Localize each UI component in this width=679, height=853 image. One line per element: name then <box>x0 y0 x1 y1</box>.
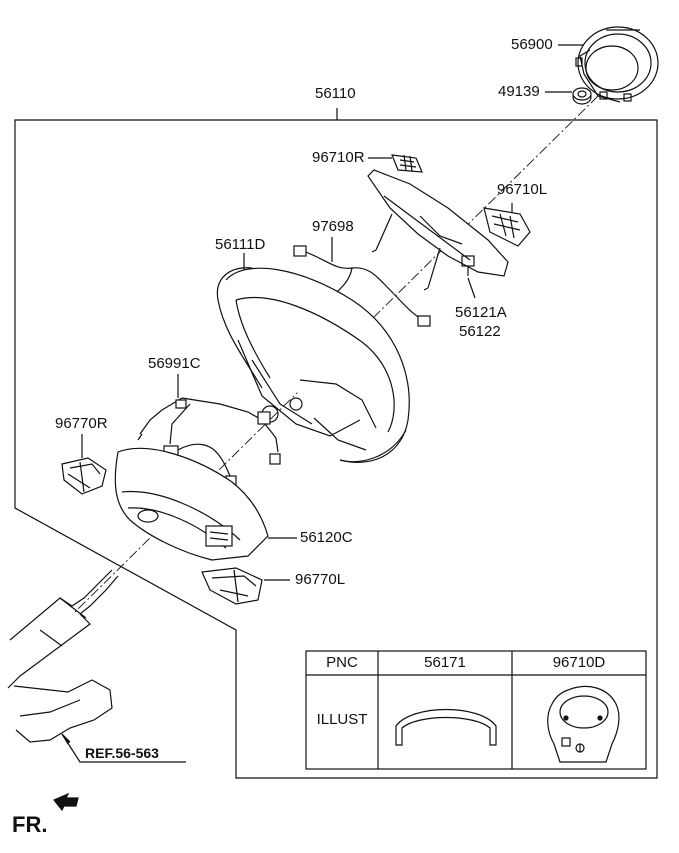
steering-wheel-icon <box>216 267 410 463</box>
part-label-wiring: 56991C <box>148 355 201 372</box>
table-header-56171: 56171 <box>424 654 466 671</box>
paddle-left-icon <box>201 567 263 605</box>
table-row-label: ILLUST <box>316 711 368 728</box>
table-header-96710d: 96710D <box>552 654 606 671</box>
table-header-pnc: PNC <box>326 654 358 671</box>
switch-right-icon <box>391 154 423 173</box>
part-label-switch-right: 96710R <box>312 149 365 166</box>
upper-cover-icon <box>367 169 509 291</box>
part-label-steering-wheel: 56111D <box>215 236 266 253</box>
part-label-damper-a: 56121A <box>455 304 507 321</box>
bezel-96710d-illustration <box>547 685 620 763</box>
part-label-paddle-right: 96770R <box>55 415 108 432</box>
part-label-damper-b: 56122 <box>459 323 501 340</box>
switch-left-icon <box>483 207 531 247</box>
paddle-right-icon <box>61 457 107 495</box>
reference-label: REF.56-563 <box>85 745 159 761</box>
assembly-boundary <box>14 119 658 779</box>
steering-column-icon <box>7 569 186 763</box>
cover-56171-illustration <box>395 708 497 746</box>
part-label-airbag: 56900 <box>511 36 553 53</box>
airbag-module-icon <box>575 26 659 103</box>
part-label-switch-left: 96710L <box>497 181 548 198</box>
part-label-cover: 56120C <box>300 529 353 546</box>
part-label-assembly: 56110 <box>315 85 356 102</box>
part-label-nut: 49139 <box>498 83 540 100</box>
part-label-paddle-left: 96770L <box>295 571 346 588</box>
front-arrow-icon <box>53 792 79 812</box>
front-label: FR. <box>12 812 48 837</box>
nut-icon <box>572 87 592 105</box>
part-label-extension-wire: 97698 <box>312 218 354 235</box>
lower-cover-icon <box>114 447 269 561</box>
